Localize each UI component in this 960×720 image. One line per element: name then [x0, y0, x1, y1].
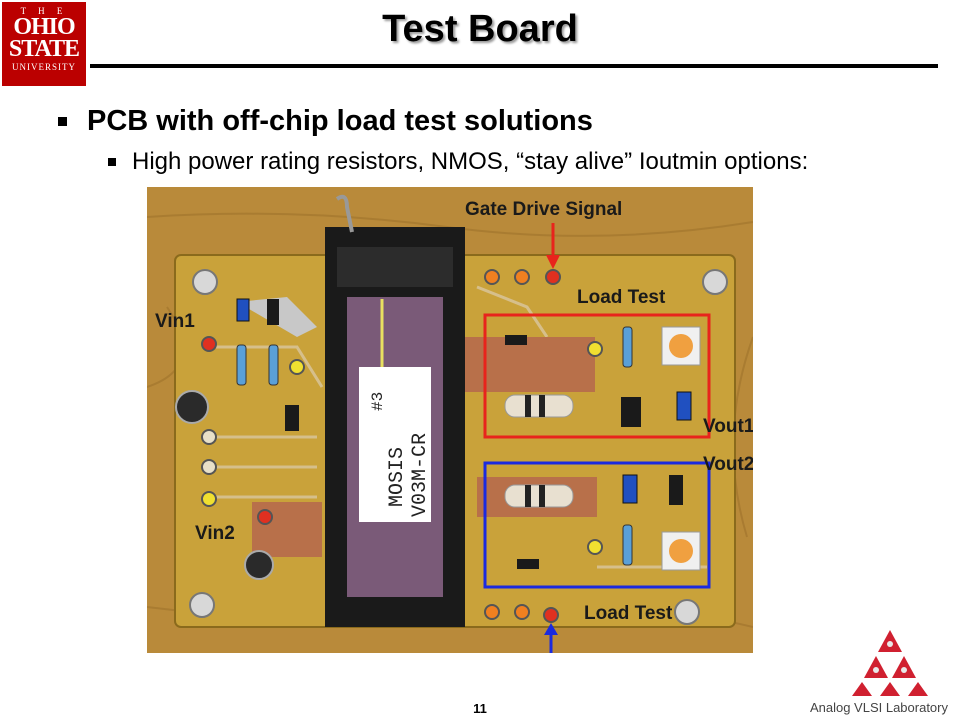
bullet-square-icon	[58, 117, 67, 126]
label-load-test-top: Load Test	[577, 287, 666, 308]
label-vout1: Vout1	[703, 416, 753, 437]
test-point-orange	[514, 604, 530, 620]
test-board-photo: #3 MOSIS V03M-CR	[147, 187, 753, 653]
test-point-orange	[514, 269, 530, 285]
bullet-level1-text: PCB with off-chip load test solutions	[87, 105, 593, 137]
screw-icon	[189, 592, 215, 618]
potentiometer-icon	[661, 531, 701, 571]
screw-icon	[702, 269, 728, 295]
jumper-icon	[622, 474, 638, 504]
test-point-red	[257, 509, 273, 525]
test-point-yellow	[587, 341, 603, 357]
copper-pad	[465, 337, 595, 392]
slide-title: Test Board	[382, 8, 578, 50]
chip-text-3: V03M-CR	[409, 433, 432, 517]
header-icon	[669, 475, 683, 505]
header-icon	[267, 299, 279, 325]
bullet-square-icon	[108, 158, 116, 166]
test-point-white	[201, 459, 217, 475]
lab-logo-icon	[852, 630, 928, 696]
label-vin1: Vin1	[155, 311, 195, 332]
header-icon	[621, 397, 641, 427]
test-point-orange	[484, 269, 500, 285]
logo-line2: OHIO	[13, 14, 75, 40]
capacitor-icon	[175, 390, 209, 424]
bullet-level1: PCB with off-chip load test solutions	[58, 105, 593, 138]
jumper-icon	[676, 391, 692, 421]
test-point-red	[545, 269, 561, 285]
resistor-icon	[622, 524, 633, 566]
header-icon	[285, 405, 299, 431]
screw-icon	[192, 269, 218, 295]
blue-highlight-box	[483, 461, 711, 589]
label-vin2: Vin2	[195, 523, 235, 544]
test-point-yellow	[289, 359, 305, 375]
red-highlight-box	[483, 313, 711, 439]
test-point-yellow	[201, 491, 217, 507]
nmos-icon	[505, 335, 527, 345]
lab-name: Analog VLSI Laboratory	[809, 700, 948, 715]
screw-icon	[674, 599, 700, 625]
label-vout2: Vout2	[703, 454, 753, 475]
bullet-level2-text: High power rating resistors, NMOS, “stay…	[132, 148, 809, 175]
socket-lever	[335, 194, 354, 233]
resistor-icon	[236, 344, 247, 386]
test-point-red	[543, 607, 559, 623]
resistor-icon	[622, 326, 633, 368]
bullet-level2: High power rating resistors, NMOS, “stay…	[108, 148, 808, 176]
power-resistor-top	[504, 394, 574, 418]
test-point-orange	[484, 604, 500, 620]
chip-text-1: #3	[369, 392, 387, 411]
chip-label	[359, 367, 431, 522]
label-gate-drive: Gate Drive Signal	[465, 199, 622, 220]
power-resistor-bottom	[504, 484, 574, 508]
test-point-red	[201, 336, 217, 352]
logo-line4: UNIVERSITY	[12, 62, 76, 72]
test-point-yellow	[587, 539, 603, 555]
logo-line3: STATE	[8, 36, 80, 62]
jumper-icon	[236, 298, 250, 322]
osu-logo: T H E OHIO STATE UNIVERSITY	[2, 2, 86, 86]
resistor-icon	[268, 344, 279, 386]
title-rule	[90, 64, 938, 68]
capacitor-icon	[244, 550, 274, 580]
test-point-white	[201, 429, 217, 445]
chip-text-2: MOSIS	[386, 447, 409, 507]
nmos-icon	[517, 559, 539, 569]
logo-line1: T H E	[20, 6, 68, 16]
label-load-test-bottom: Load Test	[584, 603, 673, 624]
page-number: 11	[473, 701, 487, 716]
